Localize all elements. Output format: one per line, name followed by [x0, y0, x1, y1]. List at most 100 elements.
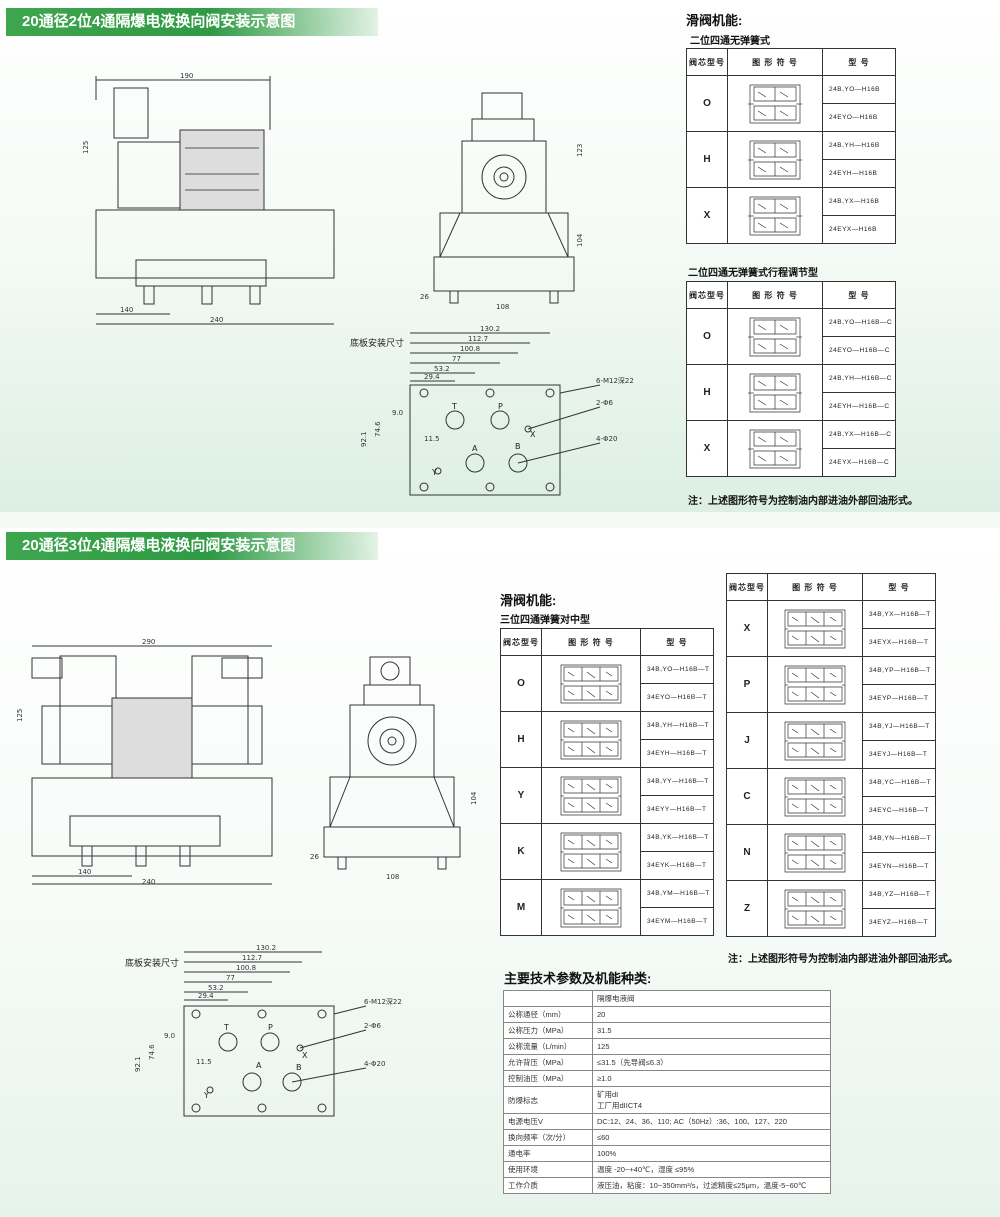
core-type: C	[726, 768, 768, 825]
plate-label: 底板安装尺寸	[125, 958, 180, 968]
table-row: 34EYK—H16B—T	[501, 851, 714, 880]
core-type: O	[686, 308, 728, 365]
spec-name: 通电率	[503, 1145, 593, 1162]
spec-value: ≥1.0	[592, 1070, 831, 1087]
plate-dim-11: 4-Φ20	[364, 1060, 385, 1068]
model-number: 24EYX—H16B	[822, 215, 896, 244]
plate-dim-10: 9.0	[164, 1032, 175, 1040]
spec-value: DC:12、24、36、110; AC（50Hz）:36、100、127、220	[592, 1113, 831, 1130]
port-p: P	[498, 402, 503, 411]
port-a: A	[256, 1061, 262, 1070]
model-number: 34EYK—H16B—T	[640, 851, 714, 880]
core-type: X	[726, 600, 768, 657]
plate-dim-11: 4-Φ20	[596, 435, 617, 443]
symbol-box	[560, 832, 622, 872]
symbol-cell	[541, 767, 641, 824]
model-number: 34B,YJ—H16B—T	[862, 712, 936, 741]
section-3way-panel: 20通径3位4通隔爆电液换向阀安装示意图 290 125 140 240	[0, 528, 1000, 1217]
dim-total: 240	[210, 316, 223, 324]
plate-dim-3: 100.8	[236, 964, 256, 972]
hydraulic-symbol-icon	[748, 140, 802, 179]
model-number: 34EYM—H16B—T	[640, 907, 714, 936]
dim-base: 140	[78, 868, 91, 876]
plate-drawing: 130.2 112.7 100.8 77 53.2 29.4 6-M12深22 …	[134, 944, 402, 1117]
core-type: O	[500, 655, 542, 712]
core-type: H	[686, 131, 728, 188]
plate-dim-5: 53.2	[434, 365, 450, 373]
model-number: 34EYP—H16B—T	[862, 684, 936, 713]
dim-total: 240	[142, 878, 155, 886]
core-type: H	[500, 711, 542, 768]
spec-name: 控制油压（MPa）	[503, 1070, 593, 1087]
port-x: X	[302, 1051, 308, 1060]
section-2way-panel: 20通径2位4通隔爆电液换向阀安装示意图 190 125 140 240	[0, 0, 1000, 512]
hydraulic-symbol-icon	[560, 888, 622, 927]
plate-dim-7: 6-M12深22	[364, 997, 402, 1006]
model-number: 34EYJ—H16B—T	[862, 740, 936, 769]
header-row: 阀芯型号图 形 符 号型 号	[686, 48, 896, 76]
dim-height: 125	[82, 141, 90, 154]
plate-dim-6: 29.4	[198, 992, 214, 1000]
dim-base: 140	[120, 306, 133, 314]
dim-side-top: 123	[576, 144, 584, 157]
model-number: 34B,YX—H16B—T	[862, 600, 936, 629]
table-row: 24EYX—H16B	[687, 215, 896, 244]
spec-value: 温度 -20~+40℃，湿度 ≤95%	[592, 1161, 831, 1178]
symbol-cell	[541, 655, 641, 712]
hydraulic-symbol-icon	[784, 833, 846, 872]
model-number: 24EYH—H16B—C	[822, 392, 896, 421]
spec-name: 公称压力（MPa）	[503, 1022, 593, 1039]
plate-dim-2: 112.7	[242, 954, 262, 962]
dim-side-height: 104	[470, 791, 478, 805]
spec-value: 125	[592, 1038, 831, 1055]
plate-dim-5: 53.2	[208, 984, 224, 992]
table-row: 34EYY—H16B—T	[501, 795, 714, 824]
plate-dim-6: 29.4	[424, 373, 440, 381]
symbol-box	[560, 888, 622, 928]
header-row: 阀芯型号图 形 符 号型 号	[500, 628, 714, 656]
hydraulic-symbol-icon	[560, 720, 622, 759]
core-type: O	[686, 75, 728, 132]
symbol-box	[784, 721, 846, 761]
header-row: 阀芯型号图 形 符 号型 号	[726, 573, 936, 601]
model-number: 34EYX—H16B—T	[862, 628, 936, 657]
model-number: 34B,YY—H16B—T	[640, 767, 714, 796]
core-type: N	[726, 824, 768, 881]
col-core-header: 阀芯型号	[726, 573, 768, 601]
spec-heading: 主要技术参数及机能种类:	[504, 971, 652, 986]
table-row: X 34B,YX—H16B—T	[726, 600, 936, 657]
spec-name: 公称流量（L/min）	[503, 1038, 593, 1055]
dim-side-foot: 26	[310, 853, 319, 861]
col-model-header: 型 号	[822, 281, 896, 309]
symbol-cell	[767, 656, 863, 713]
spec-value: 31.5	[592, 1022, 831, 1039]
table-row: 34EYZ—H16B—T	[727, 908, 936, 937]
model-number: 34B,YP—H16B—T	[862, 656, 936, 685]
table2-title: 二位四通无弹簧式行程调节型	[688, 268, 818, 279]
symbol-cell	[767, 824, 863, 881]
col-core-header: 阀芯型号	[686, 281, 728, 309]
model-number: 34B,YC—H16B—T	[862, 768, 936, 797]
model-number: 24EYO—H16B	[822, 103, 896, 132]
symbol-box	[744, 373, 806, 413]
spec-row: 工作介质液压油，粘度：10~350mm²/s，过滤精度≤25μm，温度-5~60…	[503, 1177, 831, 1194]
dim-side-width: 108	[496, 303, 509, 311]
symbol-cell	[767, 600, 863, 657]
model-number: 34EYZ—H16B—T	[862, 908, 936, 937]
spec-value: 100%	[592, 1145, 831, 1162]
plate-dim-1: 130.2	[256, 944, 276, 952]
col-symbol-header: 图 形 符 号	[727, 281, 823, 309]
hydraulic-symbol-icon	[560, 776, 622, 815]
table-row: 24EYO—H16B—C	[687, 336, 896, 365]
